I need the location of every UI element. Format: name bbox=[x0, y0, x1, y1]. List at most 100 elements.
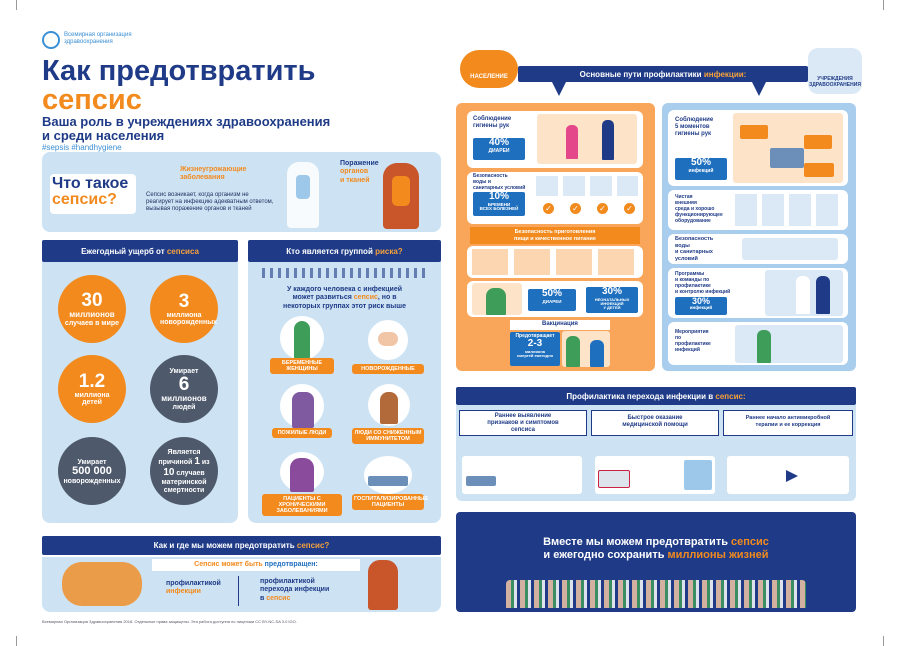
surgery-illustration bbox=[735, 325, 843, 363]
diarrhea-stat-2: 50%ДИАРЕИ bbox=[528, 288, 576, 311]
what-title-box bbox=[50, 174, 136, 214]
crop-mark bbox=[883, 636, 884, 646]
quick-care-card bbox=[591, 410, 719, 436]
can-prevent-box bbox=[152, 559, 360, 571]
check-icon: ✓ bbox=[543, 203, 554, 214]
hospital-figure bbox=[684, 460, 712, 490]
handwash-figure-2 bbox=[602, 120, 614, 160]
crop-mark bbox=[16, 0, 17, 10]
low-immunity-figure bbox=[380, 392, 398, 424]
divider bbox=[238, 576, 239, 606]
transition-bar: Профилактика перехода инфекции в сепсис: bbox=[456, 387, 856, 405]
vaccination-label: Вакцинация bbox=[542, 321, 578, 327]
can-prevent-label: Сепсис может быть предотвращен: bbox=[194, 561, 318, 568]
footer-copyright: Всемирная Организация Здравоохранения 20… bbox=[42, 619, 297, 624]
ambulance-figure bbox=[598, 470, 630, 488]
handwash-illustration bbox=[537, 114, 637, 164]
food-illustration bbox=[472, 249, 638, 275]
body-organs-illustration bbox=[296, 175, 310, 199]
doctor-figure-2 bbox=[816, 276, 830, 314]
hands-illustration bbox=[62, 562, 142, 606]
vaccination-label-box bbox=[510, 320, 610, 330]
bed-figure bbox=[770, 148, 804, 168]
arrow-down-left bbox=[552, 82, 566, 96]
infections-stat: 50%инфекций bbox=[675, 157, 727, 180]
who-logo bbox=[42, 31, 60, 49]
arrow-right-icon bbox=[786, 470, 798, 482]
moment-arrow bbox=[804, 163, 834, 177]
group-chronic: ПАЦИЕНТЫ С ХРОНИЧЕСКИМИ ЗАБОЛЕВАНИЯМИ bbox=[262, 494, 342, 517]
hashtags: #sepsis #handhygiene bbox=[42, 143, 122, 152]
crop-mark bbox=[883, 0, 884, 10]
nurse-figure bbox=[566, 336, 580, 367]
patient-figure bbox=[590, 340, 604, 367]
food-label-box bbox=[470, 227, 640, 244]
page-title: Как предотвратить сепсис bbox=[42, 55, 316, 116]
crop-mark bbox=[16, 636, 17, 646]
infections-stat-2: 30%инфекций bbox=[675, 296, 727, 315]
patient-bed-figure bbox=[466, 476, 496, 486]
doctor-figure bbox=[796, 276, 810, 314]
children-circle: 1.2 миллиона детей bbox=[58, 355, 126, 423]
people-row bbox=[262, 268, 427, 278]
cases-circle: 30 миллионов случаев в мире bbox=[58, 275, 126, 343]
surgeon-figure bbox=[757, 330, 771, 363]
group-elderly: ПОЖИЛЫЕ ЛЮДИ bbox=[272, 428, 332, 439]
cleaning-icons bbox=[735, 194, 843, 226]
arrow-down-right bbox=[752, 82, 766, 96]
check-icon: ✓ bbox=[570, 203, 581, 214]
group-hospitalized: ГОСПИТАЛИЗИРОВАННЫЕ ПАЦИЕНТЫ bbox=[352, 494, 428, 511]
antimicrobial-card bbox=[723, 410, 853, 436]
hospital-bed-figure bbox=[368, 476, 408, 486]
risk-intro: У каждого человека с инфекцией может раз… bbox=[282, 286, 407, 310]
group-pregnant: БЕРЕМЕННЫЕ ЖЕНЩИНЫ bbox=[270, 358, 334, 375]
early-detection-illustration bbox=[462, 456, 582, 494]
chronic-patient-figure bbox=[290, 458, 314, 492]
facilities-badge: УЧРЕЖДЕНИЯ ЗДРАВООХРАНЕНИЯ bbox=[808, 48, 862, 94]
main-routes-bar: Основные пути профилактики инфекции: bbox=[518, 66, 808, 82]
group-newborns: НОВОРОЖДЕННЫЕ bbox=[352, 364, 424, 375]
moment-arrow bbox=[740, 125, 768, 139]
population-badge: НАСЕЛЕНИЕ bbox=[460, 50, 518, 88]
mother-figure bbox=[486, 288, 506, 315]
check-icon: ✓ bbox=[624, 203, 635, 214]
how-where-bar: Как и где мы можем предотвратить сепсис? bbox=[42, 536, 441, 555]
body-illustration-3 bbox=[368, 560, 398, 610]
maternal-deaths-circle: Является причиной 1 из 10 случаев матери… bbox=[150, 437, 218, 505]
risk-panel bbox=[248, 240, 441, 523]
handwash-figure bbox=[566, 125, 578, 159]
group-low-immunity: ЛЮДИ СО СНИЖЕННЫМ ИММУНИТЕТОМ bbox=[352, 428, 424, 445]
water-icons bbox=[536, 176, 638, 196]
newborn-figure bbox=[378, 332, 398, 346]
hospital-illustration bbox=[742, 238, 838, 260]
risk-bar: Кто является группой риска? bbox=[248, 240, 441, 262]
check-icon: ✓ bbox=[597, 203, 608, 214]
newborns-circle: 3 миллиона новорожденных bbox=[150, 275, 218, 343]
newborn-deaths-circle: Умирает 500 000 новорожденных bbox=[58, 437, 126, 505]
body-organs-illustration-2 bbox=[392, 176, 410, 206]
together-message: Вместе мы можем предотвратить сепсис и е… bbox=[543, 536, 769, 562]
elderly-figure bbox=[292, 392, 314, 428]
early-detection-card bbox=[459, 410, 587, 436]
what-desc: Сепсис возникает, когда организм не реаг… bbox=[146, 192, 274, 213]
deaths-circle: Умирает 6 миллионов людей bbox=[150, 355, 218, 423]
